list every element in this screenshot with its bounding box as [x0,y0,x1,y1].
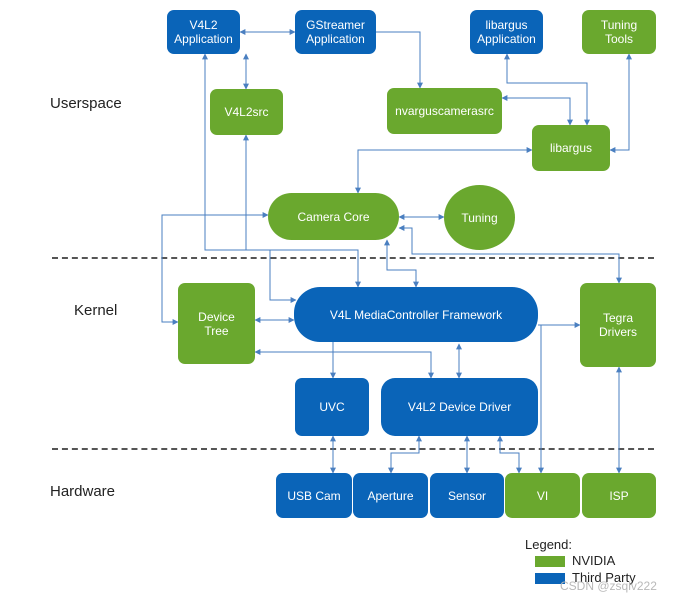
link-tegra-vi [538,324,568,474]
node-nvarguscamerasrc: nvarguscamerasrc [387,88,502,134]
node-aperture: Aperture [353,473,428,518]
node-uvc: UVC [295,378,369,436]
node-v4l2-application: V4L2 Application [167,10,240,54]
node-camera-core: Camera Core [268,193,399,240]
legend-swatch-nvidia [535,556,565,567]
link-v4l2src-mcframework [243,134,361,288]
link-tuningtools-libargus [609,53,632,153]
link-gstreamer-nvargus [376,31,423,89]
zone-label-hardware: Hardware [50,483,116,500]
node-tuning: Tuning [444,185,515,250]
link-devicetree-devicedriver [254,349,434,379]
node-v4l2src: V4L2src [210,89,283,135]
link-cameracore-tegra [398,225,622,284]
link-devicedriver-vi [497,435,522,474]
node-isp: ISP [582,473,656,518]
legend-title: Legend: [525,537,572,552]
link-libargus-cameracore [355,147,533,194]
kernel-hardware-divider [52,448,654,450]
zone-label-userspace: Userspace [50,95,122,112]
link-devicedriver-aperture [388,435,422,474]
node-v4l2-device-driver: V4L2 Device Driver [381,378,538,436]
node-usb-cam: USB Cam [276,473,352,518]
node-tegra-drivers: Tegra Drivers [580,283,656,367]
node-v4l-mediacontroller-framework: V4L MediaController Framework [294,287,538,342]
node-vi: VI [505,473,580,518]
legend-label-third-party: Third Party [572,570,636,585]
node-tuning-tools: Tuning Tools [582,10,656,54]
zone-label-kernel: Kernel [74,302,118,319]
link-nvargus-libargus [501,95,573,126]
link-cameracore-devicetree [161,212,269,325]
link-libargusapp-libargus [504,53,590,126]
legend-label-nvidia: NVIDIA [572,553,616,568]
node-sensor: Sensor [430,473,504,518]
node-device-tree: Device Tree [178,283,255,364]
node-gstreamer-application: GStreamer Application [295,10,376,54]
node-libargus: libargus [532,125,610,171]
node-libargus-application: libargus Application [470,10,543,54]
watermark: CSDN @zsqlv222 [560,579,657,593]
legend-swatch-third-party [535,573,565,584]
